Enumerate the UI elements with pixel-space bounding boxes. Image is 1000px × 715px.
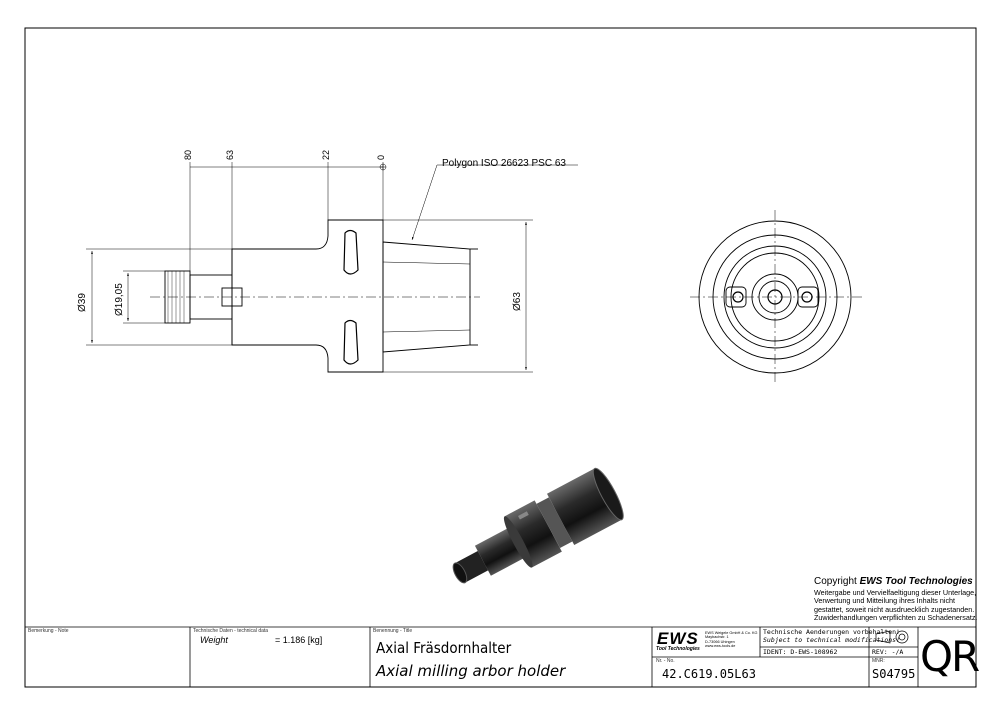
copyright-line: Weitergabe und Vervielfaeltigung dieser … [814,588,977,597]
dim-22: 22 [321,149,331,160]
company-line: www.ews-tools.de [705,644,736,649]
title-english: Axial milling arbor holder [376,662,566,680]
ews-logo: EWS Tool Technologies [655,630,703,654]
projection-symbol-icon [875,630,909,644]
copyright-title: Copyright EWS Tool Technologies [814,577,973,587]
ident: IDENT: D-EWS-108962 [763,648,838,656]
company-line: EWS Weigele GmbH & Co. KG [705,631,758,635]
company-line: D-73066 Uhingen [705,639,735,644]
copyright-line: gestattet, soweit nicht ausdruecklich zu… [814,604,975,614]
qr-code-label: QR [920,632,980,681]
dim-63: 63 [225,149,235,160]
company-address: EWS Weigele GmbH & Co. KG Maybachstr. 1 … [705,631,757,649]
part-number: 42.C619.05L63 [662,667,756,681]
isometric-render [452,467,624,584]
tech-data-label: Technische Daten - technical data [193,628,269,634]
dim-dia-19: Ø19,05 [114,283,125,316]
copyright-prefix: Copyright [814,576,860,587]
mnr-value: S04795 [872,667,916,681]
front-view [690,210,862,385]
copyright-brand: EWS Tool Technologies [859,576,973,587]
side-view [150,219,480,373]
tech-change-de: Technische Aenderungen vorbehalten! [763,628,900,636]
revision: REV: -/A [872,648,904,656]
dim-dia-63: Ø63 [512,292,523,311]
mnr-label: MNR: [872,658,885,664]
logo-text: EWS [657,629,699,648]
polygon-label: Polygon ISO 26623 PSC 63 [442,158,566,169]
title-label: Benennung - Title [373,628,413,634]
copyright-line: Verwertung und Mitteilung ihres Inhalts … [814,596,956,606]
weight-value: = 1.186 [kg] [275,635,323,645]
drawing-frame [24,27,977,688]
copyright-line: Zuwiderhandlungen verpflichten zu Schade… [814,613,978,623]
logo-subtext: Tool Technologies [656,646,700,652]
copyright-body: Weitergabe und Vervielfaeltigung dieser … [814,588,984,623]
dim-80: 80 [183,149,193,160]
note-label: Bemerkung - Note [28,628,69,634]
weight-label: Weight [200,635,228,645]
tech-change-en: Subject to technical modifications! [763,636,900,644]
number-label: Nr. - No. [656,658,675,664]
title-block-lines [25,626,976,687]
company-line: Maybachstr. 1 [705,635,729,640]
dimension-lines [86,162,578,373]
title-german: Axial Fräsdornhalter [376,639,512,657]
dim-0: 0 [376,154,386,160]
dim-dia-39: Ø39 [77,293,88,312]
